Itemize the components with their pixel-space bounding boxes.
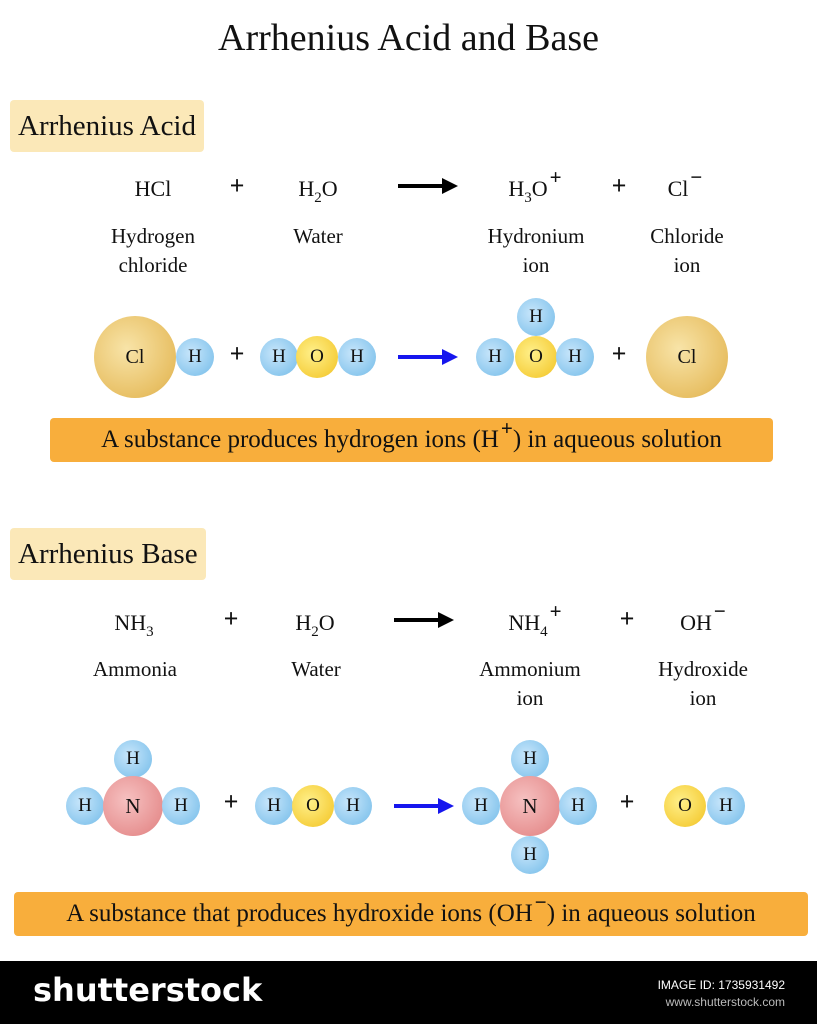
plus-sign: + [229, 171, 245, 200]
atom-hydrogen: H [559, 787, 597, 825]
atom-hydrogen: H [338, 338, 376, 376]
section-heading-base: Arrhenius Base [10, 528, 206, 580]
atom-oxygen: O [664, 785, 706, 827]
atom-hydrogen: H [556, 338, 594, 376]
atom-oxygen: O [515, 336, 557, 378]
atom-hydrogen: H [176, 338, 214, 376]
atom-chlorine: Cl [94, 316, 176, 398]
plus-sign: + [223, 604, 239, 633]
section-heading-acid: Arrhenius Acid [10, 100, 204, 152]
atom-hydrogen: H [114, 740, 152, 778]
definition-base: A substance that produces hydroxide ions… [14, 890, 808, 936]
formula-hcl: HCl [134, 176, 172, 201]
label-water: Water [291, 657, 341, 681]
atom-hydrogen: H [707, 787, 745, 825]
atom-nitrogen: N [103, 776, 163, 836]
atom-hydrogen: H [162, 787, 200, 825]
definition-acid: A substance produces hydrogen ions (H+) … [50, 416, 773, 462]
blue-arrow-icon [398, 349, 458, 365]
plus-sign: + [229, 339, 245, 368]
formula-chloride: Cl− [667, 165, 703, 201]
atom-hydrogen: H [476, 338, 514, 376]
formula-ammonia: NH3 [114, 610, 154, 640]
formula-water: H2O [295, 610, 335, 640]
formula-water: H2O [298, 176, 338, 206]
formula-hydroxide: OH− [680, 599, 726, 635]
plus-sign: + [611, 339, 627, 368]
plus-sign: + [611, 171, 627, 200]
page-title: Arrhenius Acid and Base [218, 17, 599, 59]
reaction-arrow-icon [394, 612, 454, 628]
atom-hydrogen: H [511, 740, 549, 778]
atom-oxygen: O [296, 336, 338, 378]
plus-sign: + [619, 787, 635, 816]
footer-bar: shutterstock IMAGE ID: 1735931492 www.sh… [0, 961, 817, 1024]
atom-chlorine: Cl [646, 316, 728, 398]
atom-hydrogen: H [66, 787, 104, 825]
atom-hydrogen: H [517, 298, 555, 336]
shutterstock-logo[interactable]: shutterstock [33, 971, 263, 1009]
image-id: IMAGE ID: 1735931492 [657, 978, 785, 992]
reaction-arrow-icon [398, 178, 458, 194]
plus-sign: + [223, 787, 239, 816]
site-url[interactable]: www.shutterstock.com [665, 995, 785, 1009]
label-water: Water [293, 224, 343, 248]
atom-nitrogen: N [500, 776, 560, 836]
atom-oxygen: O [292, 785, 334, 827]
atom-hydrogen: H [511, 836, 549, 874]
formula-ammonium: NH4+ [508, 599, 562, 640]
atom-hydrogen: H [334, 787, 372, 825]
label-ammonia: Ammonia [93, 657, 177, 681]
atom-hydrogen: H [462, 787, 500, 825]
plus-sign: + [619, 604, 635, 633]
atom-hydrogen: H [255, 787, 293, 825]
blue-arrow-icon [394, 798, 454, 814]
atom-hydrogen: H [260, 338, 298, 376]
image-id-info: IMAGE ID: 1735931492 www.shutterstock.co… [658, 977, 785, 1011]
formula-hydronium: H3O+ [508, 165, 562, 206]
